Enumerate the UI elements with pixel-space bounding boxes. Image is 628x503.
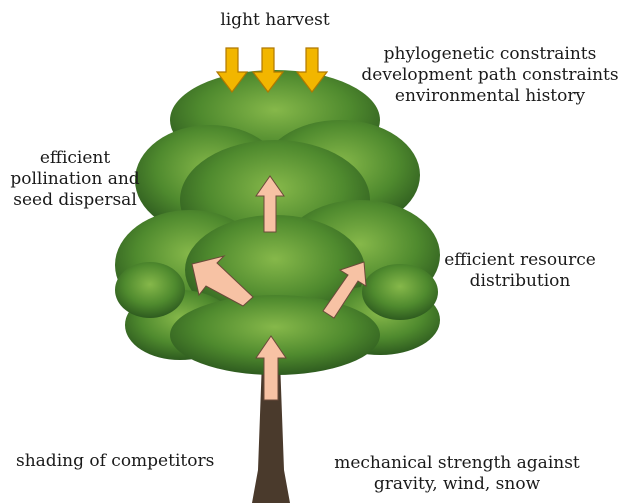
up-arrow-icon (255, 335, 287, 401)
harvest-arrows (215, 47, 329, 93)
tree-trunk (252, 360, 290, 503)
resource-distribution-label: efficient resource distribution (444, 250, 596, 291)
down-arrow-icon (251, 47, 285, 93)
constraints-label: phylogenetic constraints development pat… (361, 44, 619, 106)
shading-label: shading of competitors (16, 451, 215, 471)
up-arrow-icon (322, 261, 367, 319)
down-arrow-icon (295, 47, 329, 93)
pollination-label: efficient pollination and seed dispersal (10, 148, 140, 210)
growth-arrows (191, 175, 367, 401)
up-arrow-icon (255, 175, 285, 233)
mechanical-strength-label: mechanical strength against gravity, win… (334, 453, 580, 494)
down-arrow-icon (215, 47, 249, 93)
up-arrow-icon (191, 255, 254, 307)
tree-canopy (115, 70, 440, 375)
light-harvest-label: light harvest (220, 10, 330, 30)
